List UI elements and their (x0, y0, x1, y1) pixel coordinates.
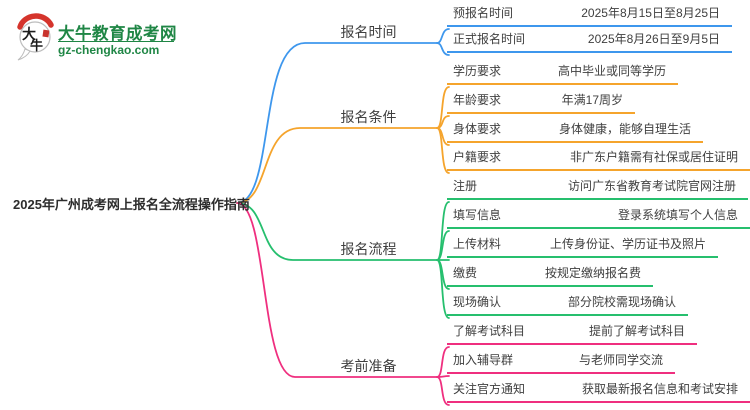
node-label: 预报名时间 (453, 6, 514, 20)
node-value: 非广东户籍需有社保或居住证明 (569, 150, 738, 164)
svg-text:大: 大 (22, 26, 36, 43)
branch-conditions[interactable]: 报名条件 (340, 109, 397, 125)
node-value: 与老师同学交流 (578, 353, 663, 367)
node-label: 现场确认 (453, 295, 502, 309)
site-logo[interactable]: 大 牛 大牛教育成考网 gz-chengkao.com (14, 10, 214, 66)
node-label: 正式报名时间 (453, 32, 526, 46)
node-value: 获取最新报名信息和考试安排 (581, 382, 738, 396)
node-age-req[interactable]: 年龄要求 年满17周岁 (447, 93, 635, 114)
node-label: 身体要求 (453, 122, 502, 136)
node-value: 登录系统填写个人信息 (617, 208, 738, 222)
node-exam-subjects[interactable]: 了解考试科目 提前了解考试科目 (447, 324, 697, 345)
node-join-group[interactable]: 加入辅导群 与老师同学交流 (447, 353, 675, 374)
node-register[interactable]: 注册 访问广东省教育考试院官网注册 (447, 179, 748, 200)
logo-domain: gz-chengkao.com (58, 43, 160, 57)
svg-text:牛: 牛 (30, 38, 43, 54)
node-official-notice[interactable]: 关注官方通知 获取最新报名信息和考试安排 (447, 382, 750, 403)
node-label: 学历要求 (453, 64, 502, 78)
node-label: 户籍要求 (453, 150, 502, 164)
node-upload-materials[interactable]: 上传材料 上传身份证、学历证书及照片 (447, 237, 718, 258)
node-value: 按规定缴纳报名费 (544, 266, 641, 280)
logo-divider (58, 41, 174, 42)
node-fill-info[interactable]: 填写信息 登录系统填写个人信息 (447, 208, 750, 229)
node-label: 了解考试科目 (453, 324, 526, 338)
node-onsite-confirm[interactable]: 现场确认 部分院校需现场确认 (447, 295, 688, 316)
node-value: 提前了解考试科目 (588, 324, 685, 338)
branch-time[interactable]: 报名时间 (340, 24, 397, 40)
node-health-req[interactable]: 身体要求 身体健康，能够自理生活 (447, 122, 703, 143)
branch-process[interactable]: 报名流程 (340, 241, 397, 257)
branch-preparation[interactable]: 考前准备 (340, 358, 397, 374)
node-label: 注册 (453, 179, 478, 193)
node-residence-req[interactable]: 户籍要求 非广东户籍需有社保或居住证明 (447, 150, 750, 171)
center-topic[interactable]: 2025年广州成考网上报名全流程操作指南 (13, 197, 250, 212)
node-value: 上传身份证、学历证书及照片 (549, 237, 706, 251)
node-label: 缴费 (453, 266, 478, 280)
node-label: 加入辅导群 (453, 353, 514, 367)
node-value: 部分院校需现场确认 (567, 295, 676, 309)
node-education-req[interactable]: 学历要求 高中毕业或同等学历 (447, 64, 678, 85)
logo-title: 大牛教育成考网 (58, 25, 177, 43)
node-value: 2025年8月26日至9月5日 (587, 32, 720, 46)
node-value: 身体健康，能够自理生活 (558, 122, 691, 136)
node-pay-fee[interactable]: 缴费 按规定缴纳报名费 (447, 266, 653, 287)
node-value: 年满17周岁 (561, 93, 623, 107)
node-prereg-time[interactable]: 预报名时间 2025年8月15日至8月25日 (447, 6, 732, 27)
node-label: 关注官方通知 (453, 382, 526, 396)
node-value: 高中毕业或同等学历 (557, 64, 666, 78)
bull-logo-icon: 大 牛 (17, 13, 54, 61)
node-value: 2025年8月15日至8月25日 (581, 6, 720, 20)
node-formal-time[interactable]: 正式报名时间 2025年8月26日至9月5日 (447, 32, 732, 53)
node-value: 访问广东省教育考试院官网注册 (567, 179, 736, 193)
node-label: 上传材料 (453, 237, 502, 251)
node-label: 年龄要求 (453, 93, 502, 107)
node-label: 填写信息 (453, 208, 502, 222)
